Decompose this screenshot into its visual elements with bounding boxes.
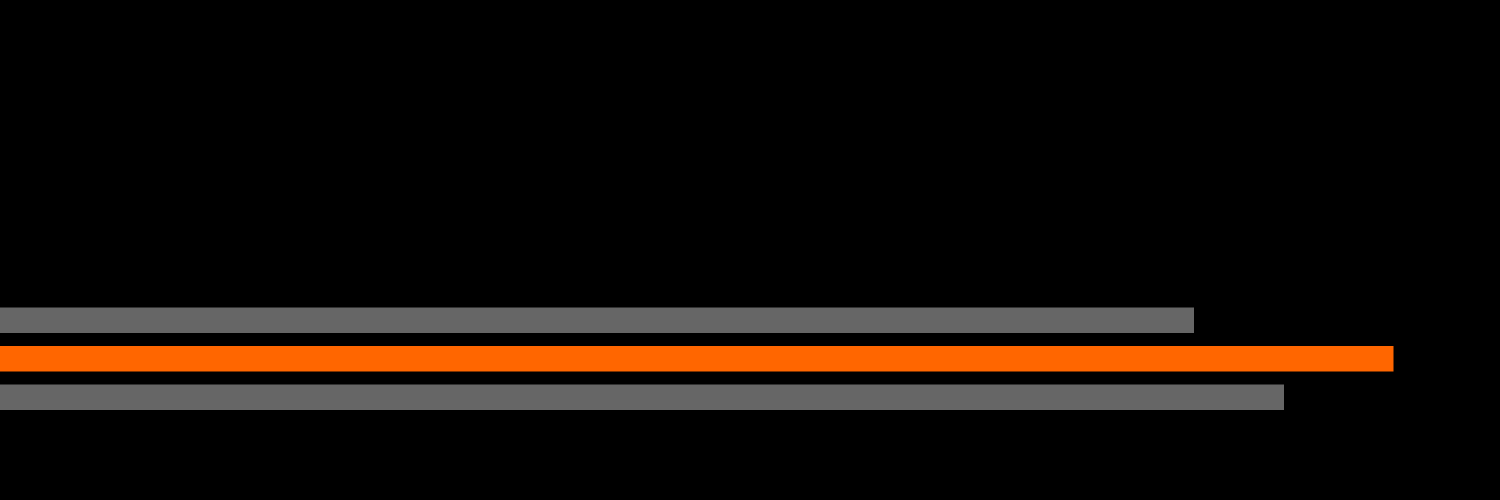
bar-3 bbox=[0, 384, 1284, 410]
bar-2 bbox=[0, 346, 1394, 372]
bar-1 bbox=[0, 307, 1194, 333]
